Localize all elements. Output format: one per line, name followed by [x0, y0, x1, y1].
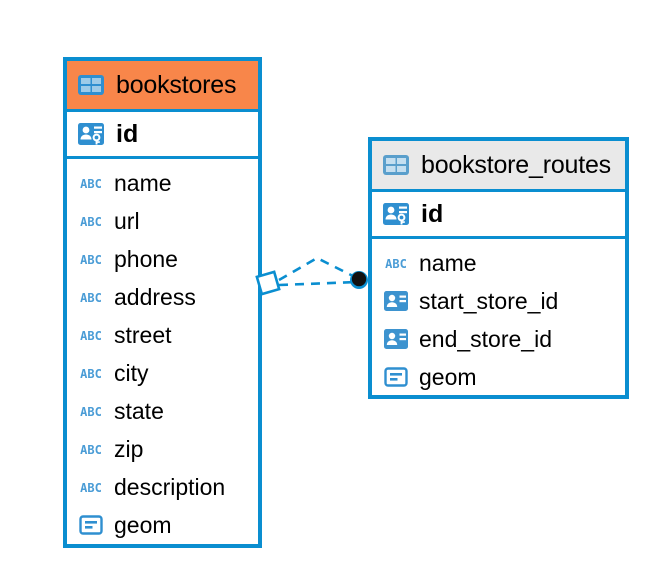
field-label: name	[114, 169, 172, 196]
svg-text:ABC: ABC	[80, 215, 102, 229]
entity-title-bookstores: bookstores	[116, 70, 237, 99]
table-icon	[76, 70, 106, 100]
entity-header-bookstores[interactable]: bookstores	[67, 61, 258, 112]
entity-bookstore-routes[interactable]: bookstore_routes id	[368, 137, 629, 399]
field-label-id: id	[421, 199, 444, 228]
text-type-icon: ABC	[382, 249, 410, 277]
foreign-key-icon	[382, 325, 410, 353]
text-type-icon: ABC	[77, 283, 105, 311]
field-label: geom	[419, 363, 477, 390]
field-row-url[interactable]: ABC url	[67, 202, 258, 240]
entity-bookstores[interactable]: bookstores id	[63, 57, 262, 548]
field-row-end-store-id[interactable]: end_store_id	[372, 320, 625, 358]
relationship-line-end-store	[278, 280, 358, 287]
svg-text:ABC: ABC	[80, 367, 102, 381]
field-label: description	[114, 473, 226, 500]
field-label-id: id	[116, 119, 139, 148]
text-type-icon: ABC	[77, 397, 105, 425]
svg-text:ABC: ABC	[80, 481, 102, 495]
field-row-primary-key[interactable]: id	[372, 192, 625, 239]
field-list-bookstore-routes: ABC name start_store_id	[372, 239, 625, 396]
entity-header-bookstore-routes[interactable]: bookstore_routes	[372, 141, 625, 192]
field-label: address	[114, 283, 196, 310]
field-label: zip	[114, 435, 144, 462]
relationship-target-marker-circle	[350, 271, 368, 289]
field-label: name	[419, 249, 477, 276]
field-list-bookstores: ABC name ABC url ABC p	[67, 159, 258, 544]
geometry-type-icon	[382, 363, 410, 391]
svg-text:ABC: ABC	[80, 177, 102, 191]
field-label: geom	[114, 511, 172, 538]
field-label: street	[114, 321, 172, 348]
text-type-icon: ABC	[77, 473, 105, 501]
text-type-icon: ABC	[77, 359, 105, 387]
field-row-phone[interactable]: ABC phone	[67, 240, 258, 278]
field-row-city[interactable]: ABC city	[67, 354, 258, 392]
text-type-icon: ABC	[77, 435, 105, 463]
table-icon	[381, 150, 411, 180]
primary-key-icon	[76, 119, 106, 149]
svg-text:ABC: ABC	[80, 253, 102, 267]
text-type-icon: ABC	[77, 245, 105, 273]
text-type-icon: ABC	[77, 169, 105, 197]
field-label: url	[114, 207, 140, 234]
svg-text:ABC: ABC	[80, 443, 102, 457]
field-row-state[interactable]: ABC state	[67, 392, 258, 430]
svg-text:ABC: ABC	[80, 329, 102, 343]
field-label: phone	[114, 245, 178, 272]
svg-text:ABC: ABC	[385, 257, 407, 271]
text-type-icon: ABC	[77, 207, 105, 235]
field-label: city	[114, 359, 149, 386]
text-type-icon: ABC	[77, 321, 105, 349]
field-row-name[interactable]: ABC name	[67, 164, 258, 202]
field-row-street[interactable]: ABC street	[67, 316, 258, 354]
geometry-type-icon	[77, 511, 105, 539]
field-row-primary-key[interactable]: id	[67, 112, 258, 159]
relationship-line-start-store	[278, 256, 358, 282]
primary-key-icon	[381, 199, 411, 229]
field-row-zip[interactable]: ABC zip	[67, 430, 258, 468]
field-row-address[interactable]: ABC address	[67, 278, 258, 316]
field-row-start-store-id[interactable]: start_store_id	[372, 282, 625, 320]
field-row-geom[interactable]: geom	[372, 358, 625, 396]
svg-text:ABC: ABC	[80, 405, 102, 419]
foreign-key-icon	[382, 287, 410, 315]
relationship-connector[interactable]	[255, 240, 375, 320]
field-label: start_store_id	[419, 287, 559, 314]
field-row-geom[interactable]: geom	[67, 506, 258, 544]
field-row-name[interactable]: ABC name	[372, 244, 625, 282]
svg-text:ABC: ABC	[80, 291, 102, 305]
field-label: end_store_id	[419, 325, 552, 352]
entity-title-bookstore-routes: bookstore_routes	[421, 150, 611, 179]
field-row-description[interactable]: ABC description	[67, 468, 258, 506]
field-label: state	[114, 397, 164, 424]
